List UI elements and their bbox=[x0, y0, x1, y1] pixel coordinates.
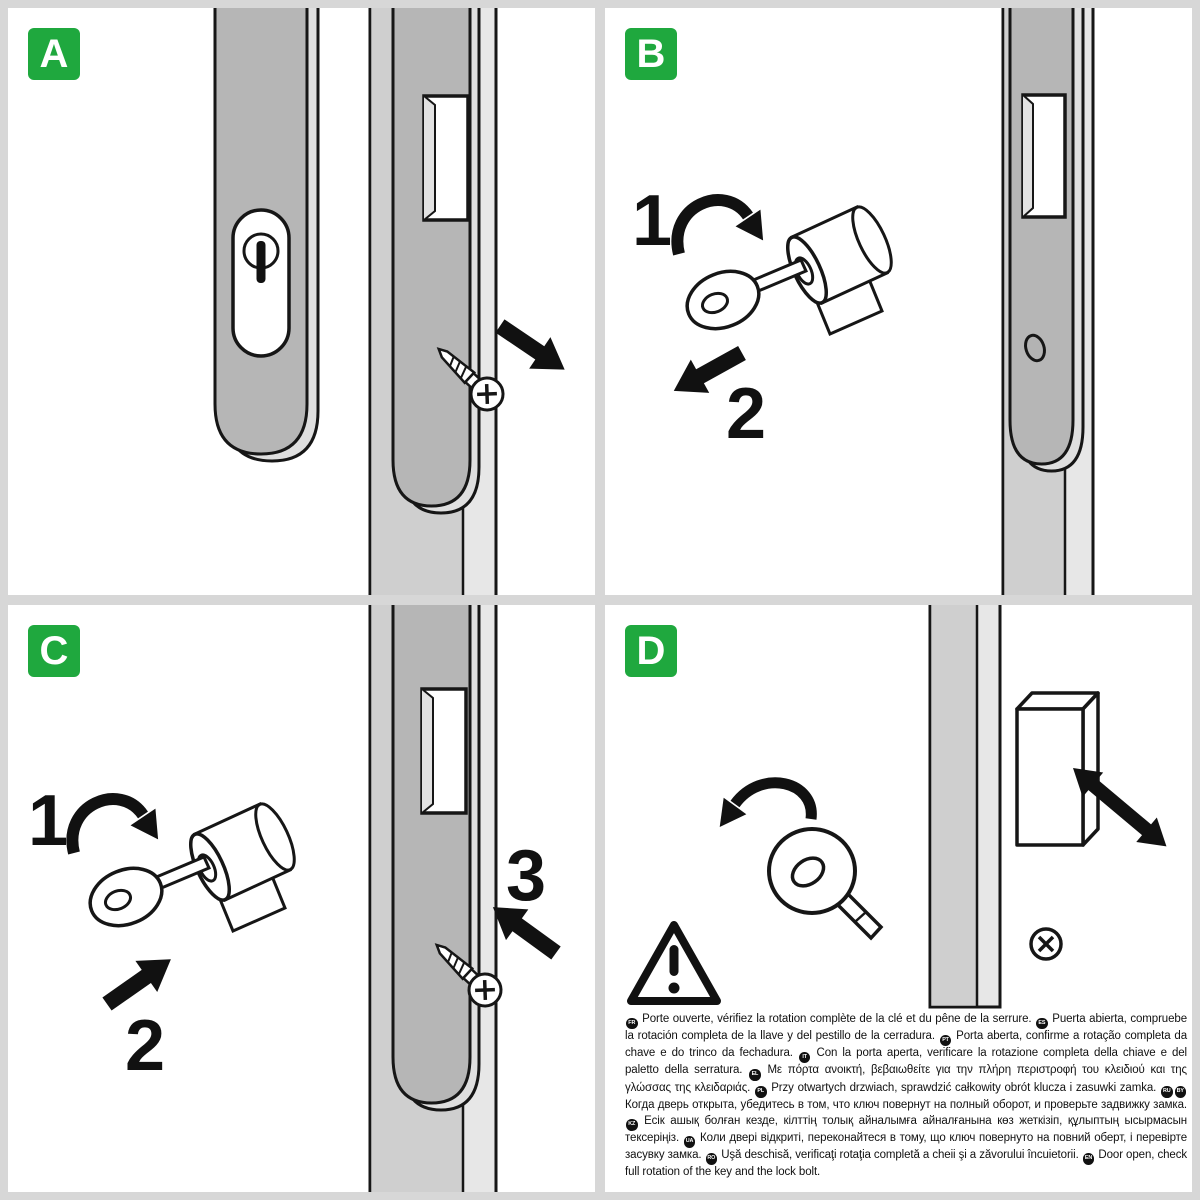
panel-a-badge: A bbox=[28, 28, 80, 80]
screw-icon bbox=[434, 943, 503, 1008]
rotate-key-arrow-icon bbox=[671, 194, 764, 256]
remove-cylinder-arrow-icon bbox=[673, 346, 746, 393]
lang-badge-ua: UA bbox=[683, 1136, 696, 1148]
insert-cylinder-arrow-icon bbox=[102, 959, 171, 1011]
latch-opening bbox=[422, 94, 470, 222]
lang-badge-pt: PT bbox=[939, 1034, 952, 1047]
instruction-text: Puerta abierta, compruebe la rotación co… bbox=[625, 1013, 1187, 1043]
rotate-key-arrow-icon bbox=[719, 777, 817, 828]
lang-badge-kz: KZ bbox=[626, 1119, 638, 1131]
instruction-text: Когда дверь открыта, убедитесь в том, чт… bbox=[625, 1098, 1187, 1111]
instruction-text: Con la porta aperta, verificare la rotaz… bbox=[625, 1047, 1187, 1077]
lang-badge-pl: PL bbox=[755, 1086, 767, 1098]
panel-a-illustration bbox=[213, 8, 565, 595]
instruction-text: Με πόρτα ανοικτή, βεβαιωθείτε για την πλ… bbox=[625, 1064, 1187, 1094]
instruction-text: Uşă deschisă, verificaţi rotaţia complet… bbox=[718, 1148, 1082, 1161]
panel-c: C 1 2 bbox=[8, 605, 595, 1192]
panel-d-illustration bbox=[627, 605, 1167, 1009]
panel-c-badge: C bbox=[28, 625, 80, 677]
lock-cylinder-icon bbox=[189, 802, 296, 933]
instruction-text: Коли двері відкриті, переконайтеся в том… bbox=[625, 1131, 1187, 1161]
lock-cylinder-icon bbox=[786, 205, 893, 336]
lang-badge-by: BY bbox=[1174, 1086, 1186, 1098]
key-icon bbox=[88, 853, 218, 928]
key-icon bbox=[767, 827, 884, 941]
key-icon bbox=[685, 256, 815, 331]
latch-opening bbox=[1021, 93, 1067, 219]
panel-b-badge: B bbox=[625, 28, 677, 80]
lang-badge-fr: FR bbox=[626, 1017, 638, 1030]
instruction-text: Door open, check full rotation of the ke… bbox=[625, 1148, 1187, 1178]
step-1-label: 1 bbox=[632, 181, 672, 261]
screw-icon bbox=[436, 347, 505, 412]
panel-d: D bbox=[605, 605, 1192, 1192]
rotate-key-arrow-icon bbox=[66, 793, 159, 855]
lang-badge-es: ES bbox=[1036, 1017, 1048, 1030]
step-2-label: 2 bbox=[125, 1006, 165, 1086]
lang-badge-en: EN bbox=[1082, 1153, 1095, 1165]
warning-icon bbox=[627, 921, 721, 1005]
step-2-label: 2 bbox=[726, 374, 766, 454]
bolt-in-out-arrow-icon bbox=[1073, 768, 1167, 847]
insert-screw-arrow-icon bbox=[492, 907, 561, 960]
instruction-text: Porte ouverte, vérifiez la rotation comp… bbox=[638, 1013, 1036, 1025]
lang-badge-ru: RU bbox=[1161, 1086, 1173, 1098]
remove-screw-arrow-icon bbox=[495, 319, 565, 370]
lang-badge-ro: RO bbox=[705, 1153, 718, 1165]
instruction-text: Porta aberta, confirme a rotação complet… bbox=[625, 1030, 1187, 1060]
step-1-label: 1 bbox=[28, 781, 68, 861]
latch-opening bbox=[420, 687, 468, 815]
keyhole-escutcheon-icon bbox=[231, 208, 291, 358]
panel-d-badge: D bbox=[625, 625, 677, 677]
step-3-label: 3 bbox=[506, 836, 546, 916]
panel-b: B 1 2 bbox=[605, 8, 1192, 595]
instruction-text: Есік ашық болған кезде, кілттің толық ай… bbox=[625, 1114, 1187, 1144]
panel-b-illustration: 1 2 bbox=[632, 8, 1095, 595]
screw-head-icon bbox=[1029, 927, 1063, 961]
instruction-text: Przy otwartych drzwiach, sprawdzić całko… bbox=[767, 1081, 1160, 1094]
lang-badge-it: IT bbox=[798, 1051, 811, 1064]
lock-bolt-icon bbox=[1015, 691, 1100, 847]
panel-a: A bbox=[8, 8, 595, 595]
instruction-text-block: FR Porte ouverte, vérifiez la rotation c… bbox=[625, 1012, 1187, 1181]
panel-c-illustration: 1 2 bbox=[28, 605, 561, 1192]
lang-badge-el: EL bbox=[749, 1069, 761, 1081]
screw-hole-icon bbox=[1024, 333, 1046, 363]
door-edge bbox=[928, 605, 1002, 1009]
